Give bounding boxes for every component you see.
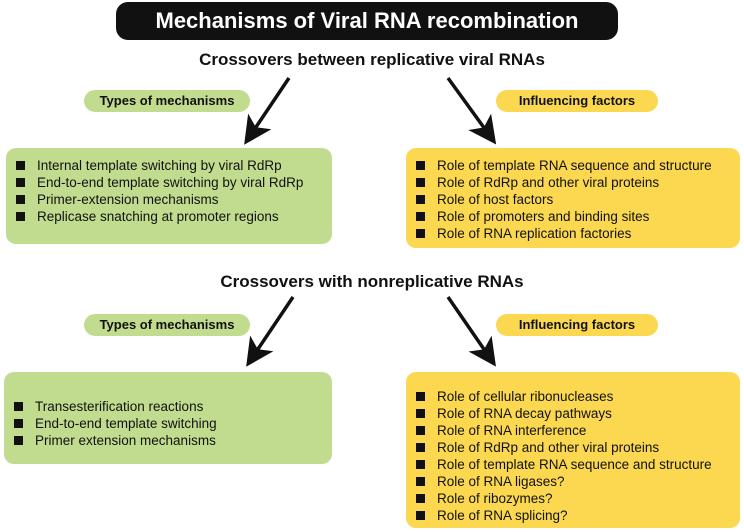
mechanism-item: End-to-end template switching	[14, 415, 322, 432]
factor-item: Role of RdRp and other viral proteins	[416, 174, 730, 191]
arrow-left-top	[244, 77, 291, 145]
square-bullet-icon	[16, 212, 25, 221]
arrow-right-top	[446, 76, 497, 145]
square-bullet-icon	[416, 494, 425, 503]
square-bullet-icon	[416, 195, 425, 204]
mechanisms-label-replicative: Types of mechanisms	[84, 90, 250, 112]
factor-item: Role of host factors	[416, 191, 730, 208]
factors-box-replicative: Role of template RNA sequence and struct…	[406, 148, 740, 248]
mechanism-item: Internal template switching by viral RdR…	[16, 157, 322, 174]
square-bullet-icon	[416, 161, 425, 170]
factor-item: Role of RNA ligases?	[416, 473, 730, 490]
section-heading-nonreplicative: Crossovers with nonreplicative RNAs	[220, 272, 524, 291]
factors-box-nonreplicative: Role of cellular ribonucleases Role of R…	[406, 372, 740, 528]
arrow-left-bottom	[246, 296, 295, 367]
factor-item: Role of RNA decay pathways	[416, 405, 730, 422]
square-bullet-icon	[416, 477, 425, 486]
square-bullet-icon	[416, 426, 425, 435]
factor-item: Role of template RNA sequence and struct…	[416, 157, 730, 174]
square-bullet-icon	[14, 436, 23, 445]
square-bullet-icon	[416, 229, 425, 238]
factors-label-replicative: Influencing factors	[496, 90, 658, 112]
mechanisms-list-replicative: Internal template switching by viral RdR…	[16, 157, 322, 225]
square-bullet-icon	[416, 443, 425, 452]
mechanisms-list-nonreplicative: Transesterification reactions End-to-end…	[14, 381, 322, 449]
arrow-right-bottom	[446, 296, 496, 367]
mechanism-item: Replicase snatching at promoter regions	[16, 208, 322, 225]
square-bullet-icon	[416, 212, 425, 221]
mechanism-item: Primer extension mechanisms	[14, 432, 322, 449]
factor-item: Role of RdRp and other viral proteins	[416, 439, 730, 456]
mechanism-item: Primer-extension mechanisms	[16, 191, 322, 208]
square-bullet-icon	[16, 178, 25, 187]
factor-item: Role of RNA replication factories	[416, 225, 730, 242]
factor-item: Role of promoters and binding sites	[416, 208, 730, 225]
square-bullet-icon	[416, 392, 425, 401]
factors-list-nonreplicative: Role of cellular ribonucleases Role of R…	[416, 381, 730, 524]
mechanisms-label-nonreplicative: Types of mechanisms	[84, 314, 250, 336]
square-bullet-icon	[16, 161, 25, 170]
section-heading-replicative: Crossovers between replicative viral RNA…	[199, 50, 545, 69]
factor-item: Role of RNA splicing?	[416, 507, 730, 524]
square-bullet-icon	[14, 419, 23, 428]
mechanism-item: Transesterification reactions	[14, 398, 322, 415]
factor-item: Role of cellular ribonucleases	[416, 388, 730, 405]
diagram-title: Mechanisms of Viral RNA recombination	[116, 2, 618, 40]
factor-item: Role of ribozymes?	[416, 490, 730, 507]
factor-item: Role of RNA interference	[416, 422, 730, 439]
mechanisms-box-nonreplicative: Transesterification reactions End-to-end…	[4, 372, 332, 464]
factor-item: Role of template RNA sequence and struct…	[416, 456, 730, 473]
mechanism-item: End-to-end template switching by viral R…	[16, 174, 322, 191]
square-bullet-icon	[416, 178, 425, 187]
square-bullet-icon	[416, 511, 425, 520]
mechanisms-box-replicative: Internal template switching by viral RdR…	[6, 148, 332, 244]
square-bullet-icon	[416, 460, 425, 469]
square-bullet-icon	[16, 195, 25, 204]
square-bullet-icon	[14, 402, 23, 411]
factors-list-replicative: Role of template RNA sequence and struct…	[416, 157, 730, 242]
factors-label-nonreplicative: Influencing factors	[496, 314, 658, 336]
square-bullet-icon	[416, 409, 425, 418]
